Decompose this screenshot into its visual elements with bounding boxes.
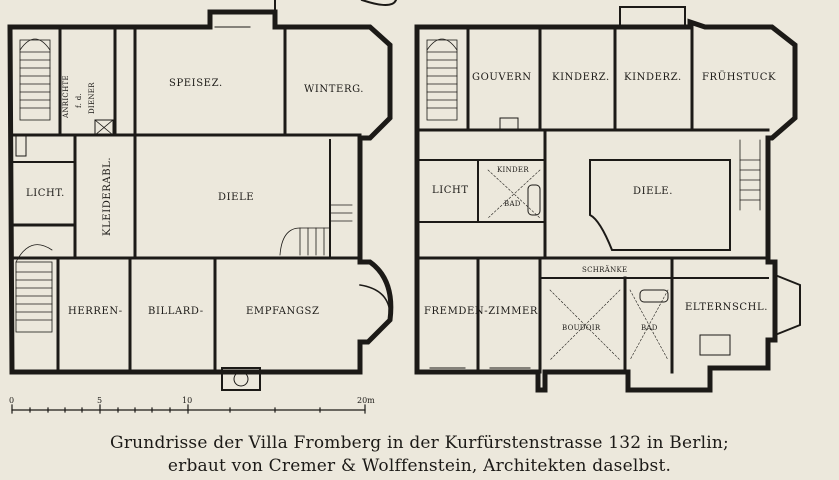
ground-floor-plan — [7, 0, 398, 391]
label-herren: HERREN- — [68, 306, 123, 317]
label-elternschl: ELTERNSCHL. — [685, 302, 768, 313]
scale-tick-0: 0 — [9, 396, 14, 405]
floor-plans-drawing: ANRICHTE f. d. DIENER SPEISEZ. WINTERG. … — [7, 0, 801, 414]
label-kinder-bad: KINDER — [497, 166, 529, 174]
label-diele-upper: DIELE. — [633, 186, 673, 197]
upper-floor-plan — [414, 6, 801, 393]
label-bad-upper-2: BAD — [641, 324, 658, 332]
caption-line-2: erbaut von Cremer & Wolffenstein, Archit… — [167, 456, 672, 476]
label-winterg: WINTERG. — [304, 84, 364, 95]
scale-tick-10: 10 — [182, 396, 192, 405]
label-licht-ground: LICHT. — [26, 188, 65, 199]
label-licht-upper: LICHT — [432, 185, 469, 196]
scale-tick-20m: 20m — [357, 396, 375, 405]
label-speisez: SPEISEZ. — [169, 78, 223, 89]
label-empfangsz: EMPFANGSZ — [246, 306, 320, 317]
label-diener: DIENER — [88, 82, 96, 114]
label-bad-upper-1: BAD — [504, 200, 521, 208]
scale-tick-5: 5 — [97, 396, 102, 405]
label-fuer-diener-prep: f. d. — [75, 93, 83, 108]
label-boudoir: BOUDOIR — [562, 324, 601, 332]
caption-line-1: Grundrisse der Villa Fromberg in der Kur… — [110, 433, 729, 453]
label-anrichte: ANRICHTE — [62, 75, 70, 119]
scale-bar — [11, 404, 366, 414]
label-fruehstuck: FRÜHSTUCK — [702, 71, 776, 83]
label-kleiderabl: KLEIDERABL. — [102, 157, 113, 236]
label-gouvern: GOUVERN — [472, 72, 532, 83]
label-kinderz-2: KINDERZ. — [624, 72, 682, 83]
label-kinderz-1: KINDERZ. — [552, 72, 610, 83]
label-billard: BILLARD- — [148, 306, 204, 317]
label-schraenke: SCHRÄNKE — [582, 265, 627, 274]
label-diele-ground: DIELE — [218, 192, 254, 203]
label-fremdenzimmer: FREMDEN-ZIMMER. — [424, 306, 542, 317]
